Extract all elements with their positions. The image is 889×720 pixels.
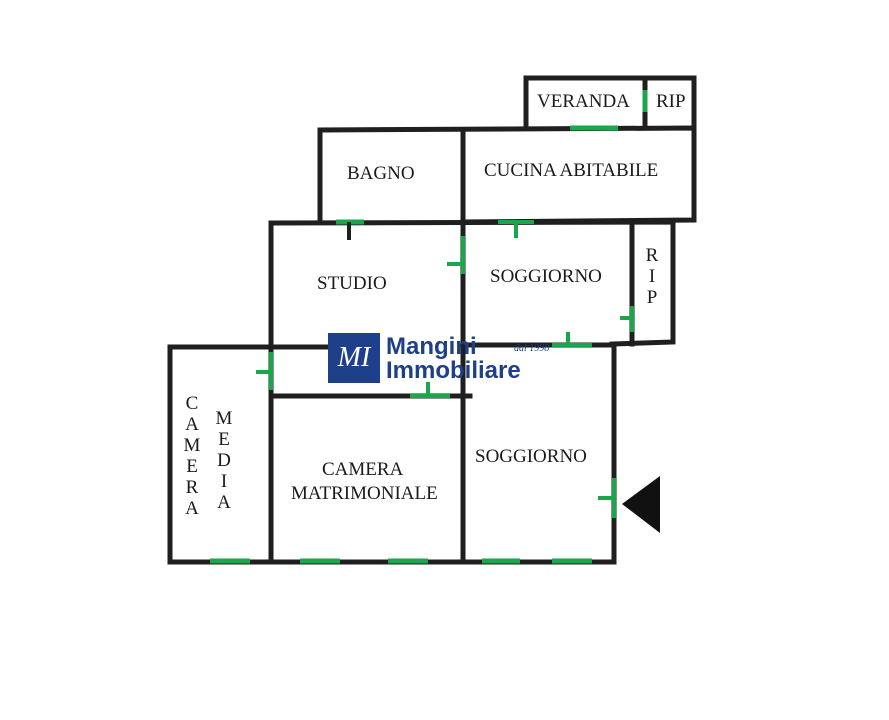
room-label-studio: STUDIO xyxy=(317,273,387,294)
room-label-matrimoniale-1: CAMERA xyxy=(322,459,404,480)
room-label-bagno: BAGNO xyxy=(347,163,415,184)
room-label-veranda: VERANDA xyxy=(537,91,630,112)
room-label-soggiorno-lower: SOGGIORNO xyxy=(475,446,587,467)
wall-upper-block xyxy=(268,219,676,350)
entrance-arrow-icon xyxy=(622,476,660,533)
logo-since: dal 1998 xyxy=(514,343,550,354)
room-label-cucina: CUCINA ABITABILE xyxy=(484,160,659,181)
room-label-matrimoniale-2: MATRIMONIALE xyxy=(291,483,438,504)
logo-name: Mangini Immobiliare xyxy=(386,335,521,383)
agency-logo: MI Mangini Immobiliare dal 1998 xyxy=(328,333,568,385)
room-label-media: MEDIA xyxy=(215,408,233,513)
logo-line2: Immobiliare xyxy=(386,357,521,384)
room-label-camera: CAMERA xyxy=(183,393,201,519)
room-label-rip-top: RIP xyxy=(656,91,686,112)
wall-veranda xyxy=(523,75,697,131)
room-label-soggiorno-upper: SOGGIORNO xyxy=(490,266,602,287)
room-label-rip-side: RIP xyxy=(645,245,659,308)
windows xyxy=(210,90,648,564)
doors xyxy=(256,220,634,518)
logo-line1: Mangini xyxy=(386,333,477,360)
logo-monogram: MI xyxy=(328,333,380,383)
